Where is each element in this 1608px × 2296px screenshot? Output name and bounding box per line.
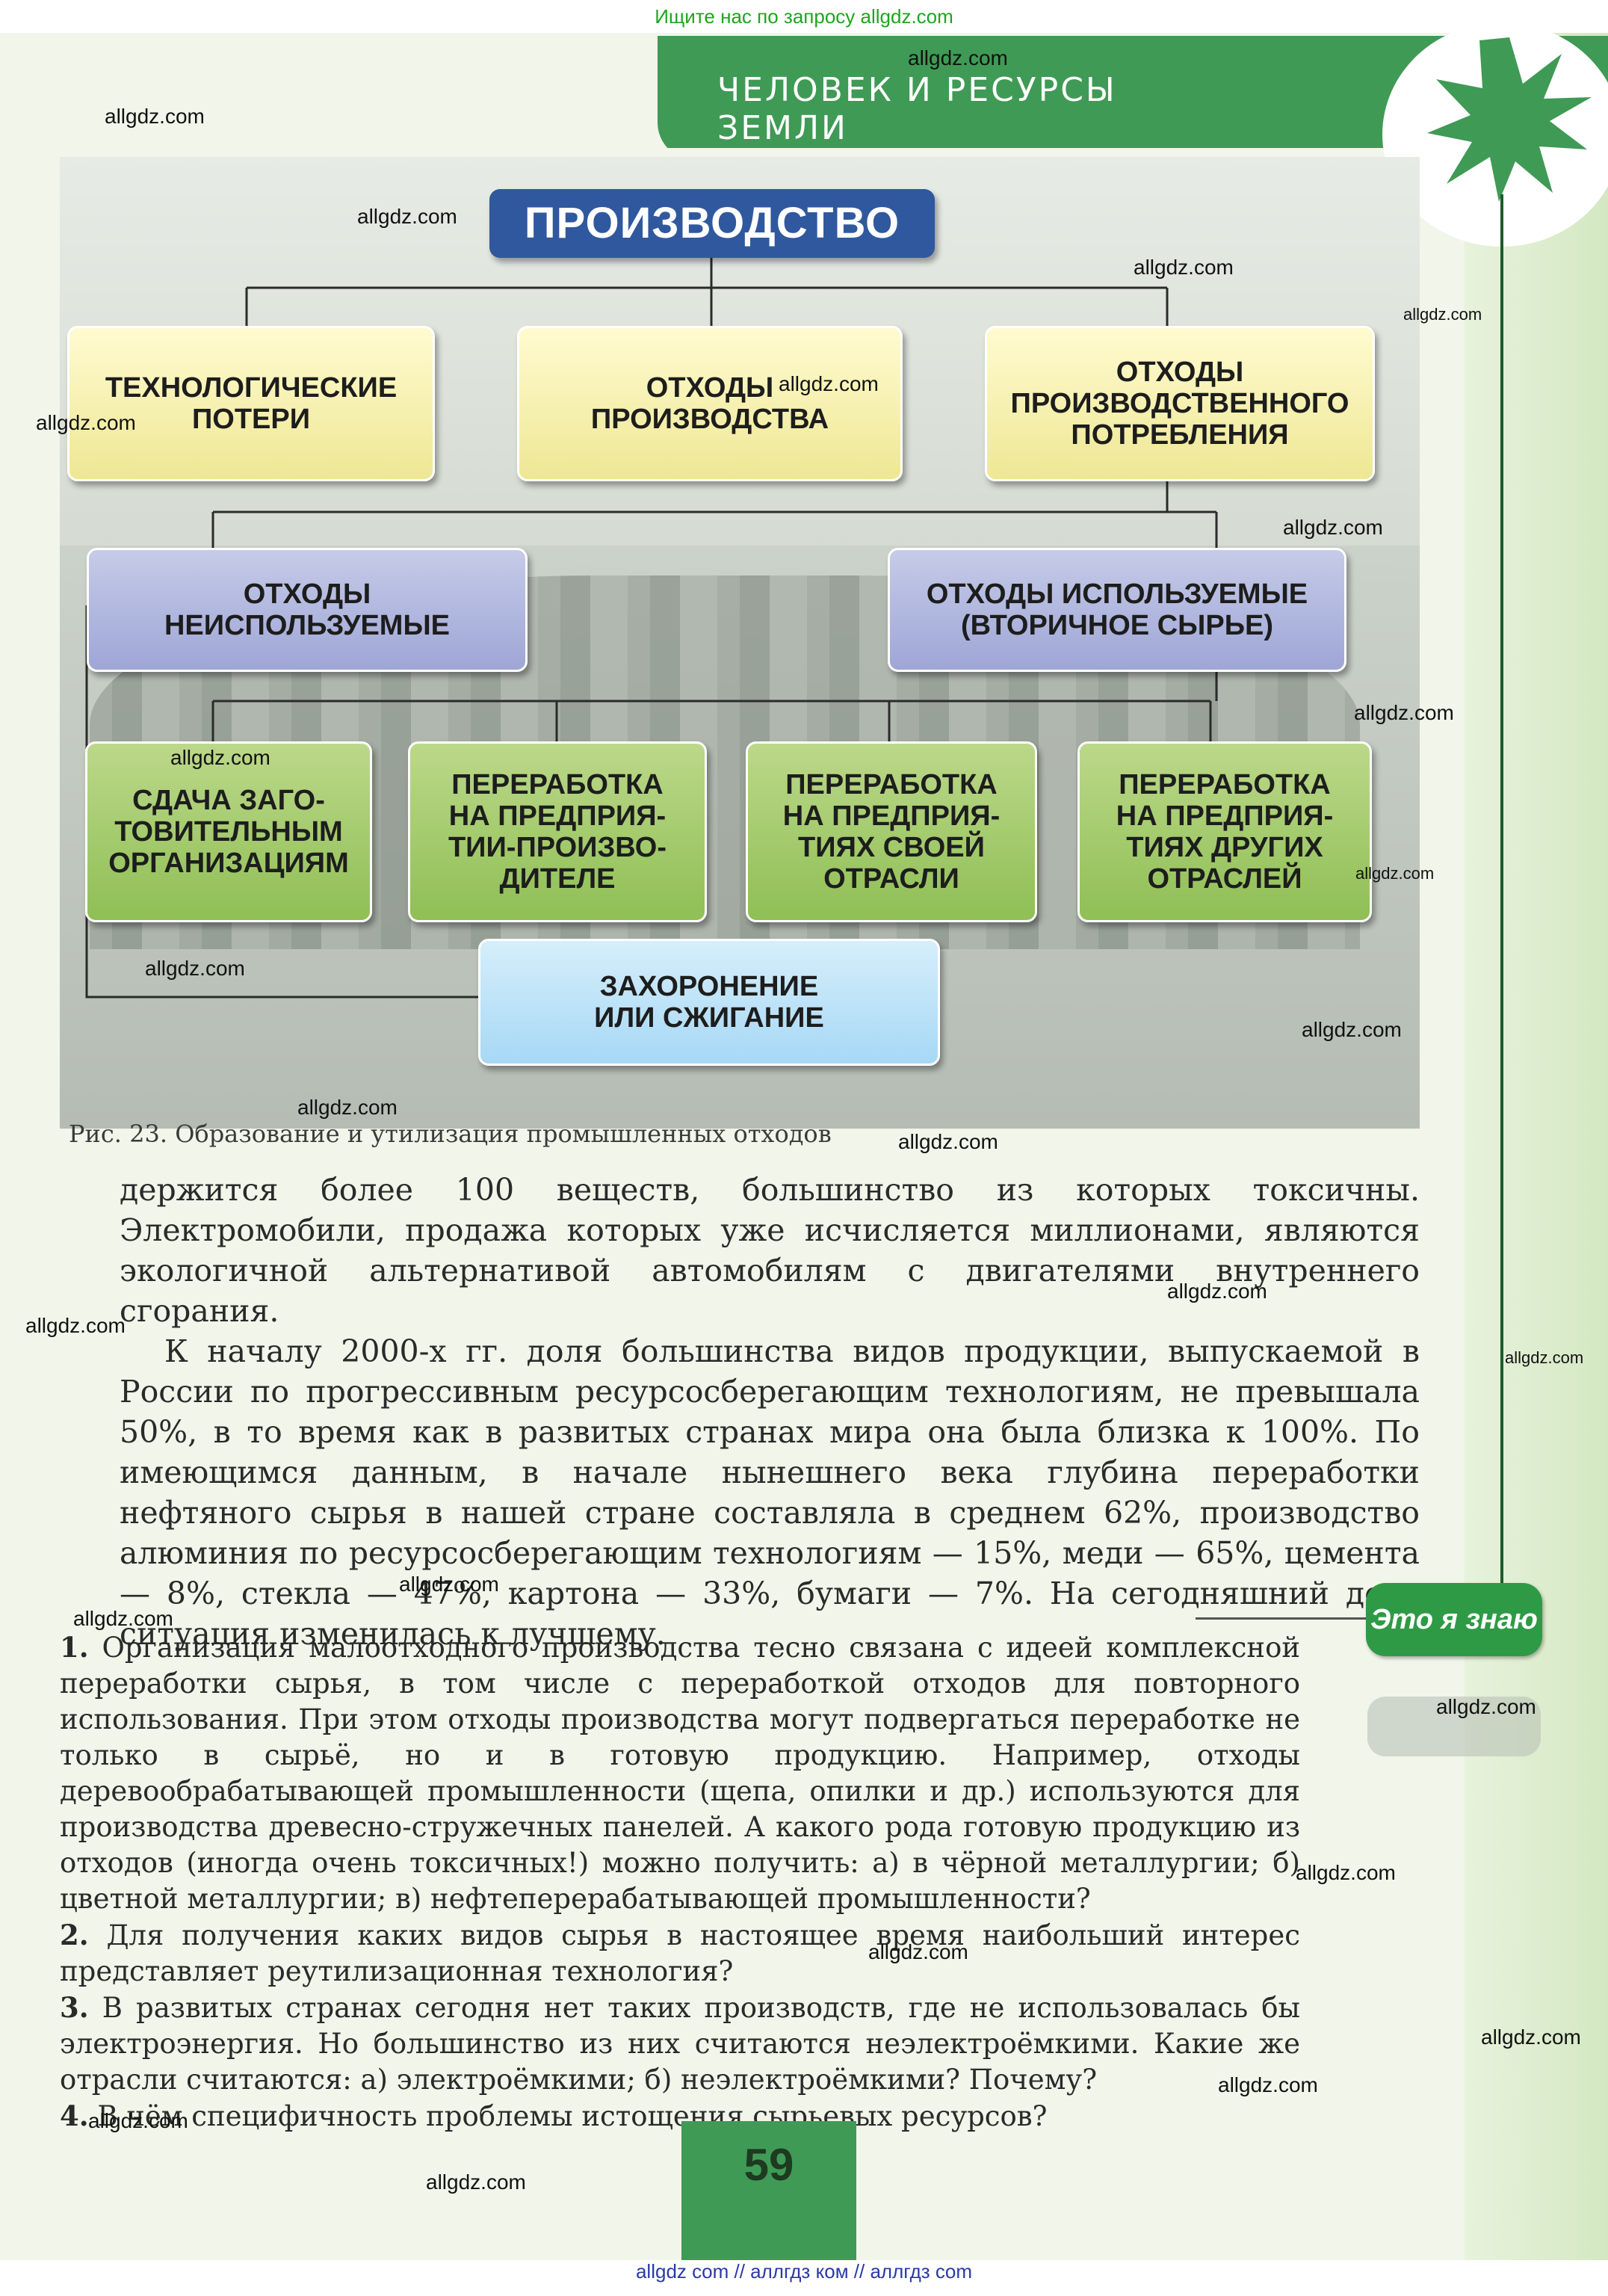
- watermark: allgdz.com: [1354, 701, 1454, 725]
- watermark: allgdz.com: [898, 1130, 998, 1154]
- watermark: allgdz.com: [1283, 516, 1383, 540]
- watermark: allgdz.com: [1134, 256, 1234, 280]
- watermark: allgdz.com: [88, 2109, 188, 2133]
- question-item: 1. Организация малоотходного производств…: [60, 1629, 1300, 1917]
- watermark: allgdz.com: [36, 411, 136, 435]
- i-know-badge[interactable]: Это я знаю: [1366, 1583, 1542, 1656]
- watermark: allgdz.com: [105, 105, 205, 129]
- watermark: allgdz.com: [145, 957, 245, 981]
- question-item: 3. В развитых странах сегодня нет таких …: [60, 1990, 1300, 2098]
- watermark: allgdz.com: [1403, 305, 1482, 324]
- watermark: allgdz.com: [73, 1607, 173, 1631]
- watermark: allgdz.com: [25, 1314, 126, 1338]
- watermark: allgdz.com: [426, 2170, 526, 2194]
- box-processing-other-industries: ПЕРЕРАБОТКА НА ПРЕДПРИЯ- ТИЯХ ДРУГИХ ОТР…: [1077, 741, 1372, 922]
- watermark: allgdz.com: [868, 1940, 968, 1964]
- box-processing-producer: ПЕРЕРАБОТКА НА ПРЕДПРИЯ- ТИИ-ПРОИЗВО- ДИ…: [408, 741, 707, 922]
- watermark: allgdz.com: [357, 205, 457, 229]
- questions-divider-line: [1196, 1617, 1375, 1620]
- watermark: allgdz.com: [1481, 2025, 1581, 2049]
- body-text: держится более 100 веществ, большинство …: [120, 1170, 1420, 1654]
- box-production-waste: ОТХОДЫ ПРОИЗВОДСТВА: [517, 326, 903, 481]
- box-industrial-consumption-waste: ОТХОДЫ ПРОИЗВОДСТВЕННОГО ПОТРЕБЛЕНИЯ: [985, 326, 1375, 481]
- question-item: 2. Для получения каких видов сырья в нас…: [60, 1917, 1300, 1990]
- watermark: allgdz.com: [779, 372, 879, 396]
- diagram-title-production: ПРОИЗВОДСТВО: [489, 189, 935, 258]
- figure-caption: Рис. 23. Образование и утилизация промыш…: [69, 1120, 832, 1148]
- watermark: allgdz.com: [170, 746, 270, 770]
- questions-block: 1. Организация малоотходного производств…: [60, 1629, 1300, 2135]
- watermark: allgdz.com: [399, 1573, 499, 1596]
- watermark: allgdz.com: [1436, 1695, 1536, 1719]
- watermark: allgdz.com: [1355, 864, 1434, 883]
- watermark: allgdz.com: [908, 46, 1008, 70]
- watermark: allgdz.com: [1167, 1280, 1267, 1303]
- watermark: allgdz.com: [1296, 1861, 1396, 1885]
- watermark: allgdz.com: [1505, 1348, 1583, 1368]
- question-item: 4. В чём специфичность проблемы истощени…: [60, 2098, 1300, 2135]
- watermark: allgdz.com: [1302, 1018, 1402, 1042]
- box-technological-losses: ТЕХНОЛОГИЧЕСКИЕ ПОТЕРИ: [67, 326, 435, 481]
- watermark: allgdz.com: [297, 1096, 398, 1120]
- watermark: allgdz.com: [1218, 2073, 1318, 2097]
- bottom-links[interactable]: allgdz com // аллгдз ком // аллгдз com: [0, 2260, 1608, 2296]
- box-used-waste: ОТХОДЫ ИСПОЛЬЗУЕМЫЕ (ВТОРИЧНОЕ СЫРЬЕ): [888, 548, 1346, 672]
- body-paragraph-1: держится более 100 веществ, большинство …: [120, 1170, 1420, 1331]
- box-unused-waste: ОТХОДЫ НЕИСПОЛЬЗУЕМЫЕ: [87, 548, 528, 672]
- box-processing-own-industry: ПЕРЕРАБОТКА НА ПРЕДПРИЯ- ТИЯХ СВОЕЙ ОТРА…: [746, 741, 1037, 922]
- page-number: 59: [681, 2139, 856, 2191]
- box-burial-or-burning: ЗАХОРОНЕНИЕ ИЛИ СЖИГАНИЕ: [478, 939, 940, 1066]
- body-paragraph-2: К началу 2000-х гг. доля большинства вид…: [120, 1331, 1420, 1654]
